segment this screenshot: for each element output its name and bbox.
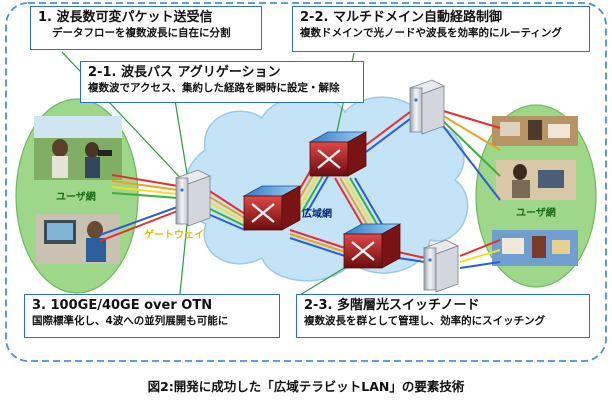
feature-box-1: 1. 波長数可変パケット送受信 データフローを複数波長に自在に分割 [30,6,262,50]
user-network-left-label: ユーザ網 [56,192,96,203]
feature-box-2-2-sub: 複数ドメインで光ノードや波長を効率的にルーティング [300,27,562,39]
feature-box-2-1-sub: 複数波でアクセス、集約した経路を瞬時に設定・解除 [88,82,340,94]
feature-box-3-title: 3. 100GE/40GE over OTN [32,298,213,313]
user-network-right [475,104,597,288]
feature-box-1-sub: データフローを複数波長に自在に分割 [52,27,231,39]
wide-area-network-label: 広域網 [302,209,332,220]
optical-switch-icon [308,131,368,177]
feature-box-2-1: 2-1. 波長パス アグリゲーション 複数波でアクセス、集約した経路を瞬時に設定… [80,61,364,103]
user-photo-icon [36,214,120,264]
feature-box-3: 3. 100GE/40GE over OTN 国際標準化し、4波への並列展開も可… [24,294,280,338]
link-lines [99,109,501,269]
feature-box-1-title: 1. 波長数可変パケット送受信 [38,10,213,25]
user-photo-icon [492,116,578,146]
user-network-left [15,98,139,294]
user-photo-icon [496,160,576,200]
user-photo-icon [492,230,578,266]
feature-box-2-3-sub: 複数波長を群として管理し、効率的にスイッチング [304,315,546,327]
feature-box-2-1-title: 2-1. 波長パス アグリゲーション [88,65,281,80]
feature-box-3-sub: 国際標準化し、4波への並列展開も可能に [32,315,229,327]
feature-box-2-3: 2-3. 多階層光スイッチノード 複数波長を群として管理し、効率的にスイッチング [296,294,590,338]
user-network-right-label: ユーザ網 [516,208,556,219]
optical-switch-icon [242,185,302,231]
feature-box-2-2-title: 2-2. マルチドメイン自動経路制御 [300,10,502,25]
figure-caption: 図2:開発に成功した「広域テラビットLAN」の要素技術 [147,379,465,394]
server-icon [422,239,460,293]
feature-box-2-2: 2-2. マルチドメイン自動経路制御 複数ドメインで光ノードや波長を効率的にルー… [292,6,590,52]
server-icon [174,169,212,227]
user-photo-icon [34,116,122,180]
gateway-label: ゲートウェイ [144,230,204,241]
optical-switch-icon [342,223,402,269]
outer-frame [5,2,607,362]
feature-box-2-3-title: 2-3. 多階層光スイッチノード [304,298,480,313]
server-icon [408,79,446,135]
